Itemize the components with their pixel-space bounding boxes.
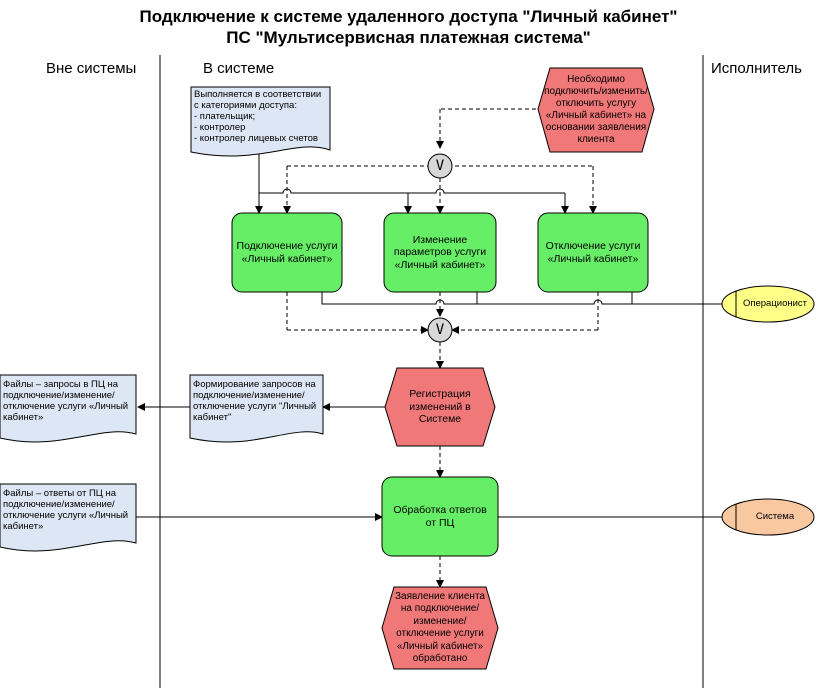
role-system [721, 498, 815, 536]
event-start-text: Необходимо подключить/изменить/ отключит… [544, 74, 648, 145]
or-operator-top [427, 153, 453, 179]
or-operator-bottom [427, 317, 453, 343]
note-forming-requests-text: Формирование запросов на подключение/изм… [193, 379, 317, 423]
or-operator-top-label: V [435, 157, 445, 174]
function-process [381, 476, 499, 557]
diagram-title-line-2: ПС "Мультисервисная платежная система" [226, 28, 591, 47]
function-connect [231, 212, 343, 293]
event-registration-text: Регистрация изменений в Системе [409, 388, 471, 426]
function-process-text: Обработка ответов от ПЦ [393, 504, 487, 529]
function-connect-text: Подключение услуги «Личный кабинет» [236, 240, 338, 265]
connector-note-to-functions [258, 150, 565, 194]
note-categories [190, 86, 331, 157]
event-start [537, 67, 655, 153]
or-operator-bottom-label: V [435, 321, 445, 338]
function-disconnect-text: Отключение услуги «Личный кабинет» [545, 240, 641, 265]
function-change-text: Изменение параметров услуги «Личный каби… [393, 233, 487, 271]
event-end-text: Заявление клиента на подключение/ измене… [395, 590, 485, 665]
diagram-title-line-1: Подключение к системе удаленного доступа… [139, 7, 678, 26]
connector-operator-role [321, 292, 722, 305]
lane-outside-label: Вне системы [46, 60, 137, 77]
event-end [381, 586, 499, 670]
note-files-requests-text: Файлы – запросы в ПЦ на подключение/изме… [3, 379, 129, 423]
role-system-label: Система [755, 510, 795, 522]
note-forming-requests [189, 374, 324, 443]
event-registration [384, 367, 496, 447]
note-files-answers-text: Файлы – ответы от ПЦ на подключение/изме… [3, 488, 129, 532]
note-files-requests [0, 374, 137, 443]
role-operator-label: Операционист [742, 297, 808, 309]
note-categories-text: Выполняется в соответствии с категориями… [194, 89, 322, 144]
function-change [383, 212, 497, 293]
lane-executor-label: Исполнитель [711, 60, 802, 77]
function-disconnect [537, 212, 649, 293]
note-files-answers [0, 483, 137, 552]
role-operator [721, 285, 815, 323]
lane-inside-label: В системе [203, 60, 275, 77]
